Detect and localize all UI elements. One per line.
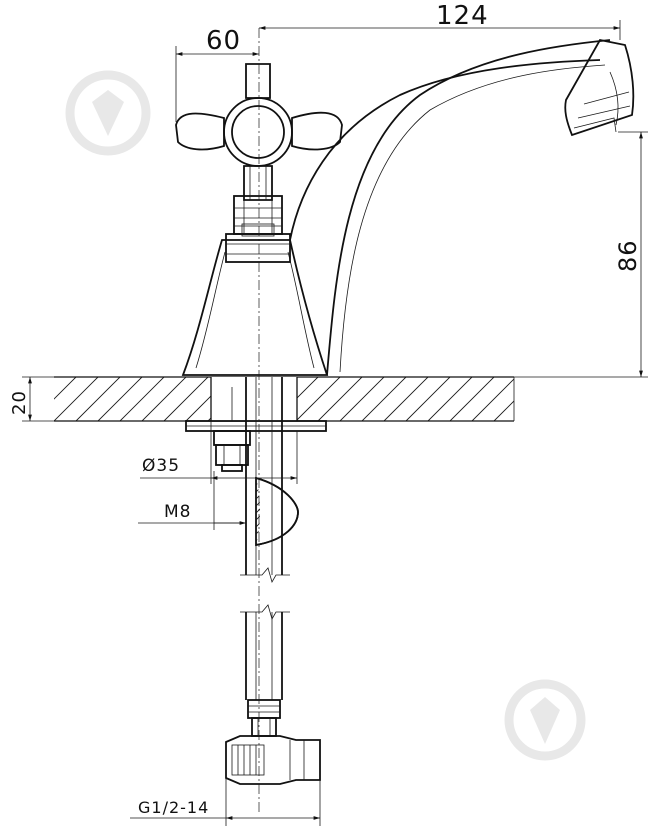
dimension-20: 20 bbox=[9, 376, 54, 422]
hatch-line bbox=[449, 377, 495, 421]
hatch-line bbox=[256, 478, 261, 545]
dim-label-connector: G1/2-14 bbox=[138, 798, 209, 817]
hatch-line bbox=[471, 378, 514, 421]
hatch-line bbox=[383, 377, 429, 421]
connector-nut bbox=[225, 735, 321, 785]
dimension-86: 86 bbox=[514, 131, 648, 378]
hatch-line bbox=[280, 478, 347, 545]
hatch-line bbox=[256, 478, 261, 545]
hatch-line bbox=[54, 377, 77, 400]
dimension-124: 124 bbox=[259, 1, 621, 40]
mounting-deck bbox=[54, 376, 515, 422]
dim-label-86: 86 bbox=[614, 239, 642, 272]
hatch-line bbox=[97, 377, 143, 421]
hatch-line bbox=[361, 377, 407, 421]
hatch-line bbox=[75, 377, 121, 421]
faucet-body bbox=[181, 38, 635, 376]
hatch-line bbox=[256, 478, 261, 545]
hatch-line bbox=[256, 478, 261, 545]
droplet-logo-icon bbox=[65, 70, 151, 156]
hatch-line bbox=[256, 478, 261, 545]
hatch-line bbox=[427, 377, 473, 421]
dim-label-124: 124 bbox=[436, 1, 489, 31]
hatch-line bbox=[493, 400, 514, 421]
hatch-line bbox=[256, 478, 261, 545]
watermark-bottom-right bbox=[504, 679, 586, 761]
hatch-line bbox=[294, 478, 361, 545]
flexible-hose bbox=[240, 377, 290, 737]
hatch-line bbox=[163, 377, 209, 421]
watermark-top-left bbox=[65, 70, 151, 156]
droplet-logo-icon bbox=[504, 679, 586, 761]
hatch-line bbox=[287, 478, 354, 545]
hatch-line bbox=[54, 377, 99, 421]
dimension-m8: M8 bbox=[138, 471, 246, 530]
hatch-line bbox=[317, 377, 363, 421]
dim-label-m8: M8 bbox=[164, 502, 191, 522]
valve-cartridge bbox=[225, 195, 291, 263]
hatch-line bbox=[339, 377, 385, 421]
hatch-line bbox=[256, 478, 261, 545]
dim-label-diameter: Ø35 bbox=[142, 456, 180, 476]
hose-nut-section bbox=[255, 476, 361, 547]
hatch-line bbox=[266, 478, 333, 545]
cross-handle bbox=[175, 63, 343, 201]
dim-label-60: 60 bbox=[206, 26, 241, 56]
hatch-line bbox=[256, 478, 261, 545]
hatch-line bbox=[119, 377, 165, 421]
dimension-diameter-35: Ø35 bbox=[140, 421, 298, 484]
hatch-line bbox=[141, 377, 187, 421]
dimension-60: 60 bbox=[175, 26, 259, 122]
dim-label-20: 20 bbox=[9, 390, 30, 415]
hatch-line bbox=[295, 377, 341, 421]
hatch-line bbox=[256, 478, 261, 545]
hatch-line bbox=[405, 377, 451, 421]
hatch-line bbox=[258, 478, 261, 545]
dimension-g1-2-14: G1/2-14 bbox=[130, 778, 321, 826]
